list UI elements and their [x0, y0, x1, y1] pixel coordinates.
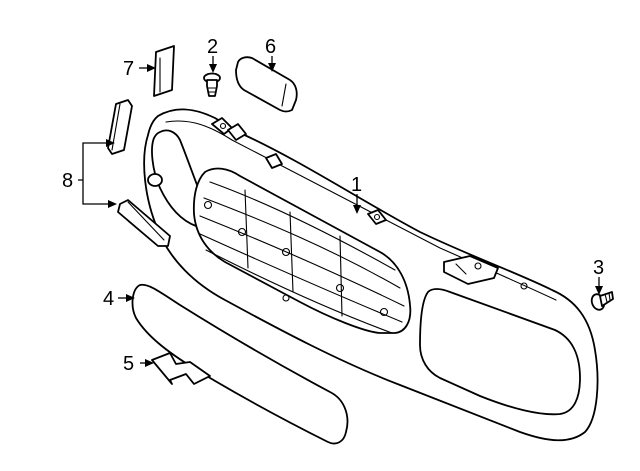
grille-bar-4: [199, 233, 403, 323]
callout-8: 8: [62, 170, 73, 192]
right-side-bracket: [443, 255, 499, 285]
callout-7: 7: [123, 58, 134, 80]
grille-assembly: [143, 108, 599, 442]
callout-6: 6: [265, 36, 276, 58]
upper-seal: [107, 99, 133, 155]
leader-8-bracket: [78, 142, 112, 205]
arrow-1: [353, 205, 361, 214]
grille-bar-2: [203, 197, 401, 289]
right-side-mount-hole: [520, 282, 528, 290]
grille-mount-hole-4: [335, 283, 345, 293]
grille-mount-hole-5: [379, 307, 389, 317]
arrow-2: [209, 64, 217, 73]
arrow-8-upper: [106, 139, 115, 147]
seal-set: [107, 99, 171, 247]
callout-5: 5: [123, 353, 134, 375]
grille-divider-2: [289, 211, 294, 293]
right-side-bracket-detail: [455, 263, 467, 275]
filler-panel: [235, 56, 298, 113]
screw-threads: [604, 292, 611, 303]
push-pin-ribs: [207, 87, 217, 93]
grille-divider-1: [244, 189, 249, 269]
grille-mount-hole-3: [281, 247, 291, 257]
callout-4: 4: [103, 288, 114, 310]
upper-mount-tab-4: [367, 209, 387, 225]
upper-mount-tab-1-hole: [219, 122, 227, 130]
lower-molding-strip: [131, 283, 349, 445]
grille-bar-5: [205, 249, 393, 334]
grille-mount-hole-2: [237, 227, 247, 237]
grille-divider-3: [339, 235, 343, 317]
screw: [590, 291, 614, 311]
grille-bar-1: [209, 181, 396, 271]
leader-lines: [78, 56, 603, 367]
left-fog-lamp: [147, 173, 163, 187]
upper-mount-tab-3: [265, 153, 283, 169]
arrow-4: [126, 294, 135, 302]
upper-mount-tab-4-hole: [373, 213, 381, 221]
filler-panel-edge: [281, 83, 287, 107]
grille-mount-hole-6: [282, 294, 290, 302]
grille-mount-hole-1: [203, 200, 213, 210]
arrow-8-lower: [108, 200, 117, 208]
callout-labels: 1 2 3 4 5 6 7 8: [62, 36, 604, 375]
callout-2: 2: [207, 36, 218, 58]
grille-bar-3: [199, 215, 405, 307]
callout-1: 1: [351, 174, 362, 196]
arrow-3: [595, 286, 603, 295]
right-headlight-opening: [419, 288, 581, 416]
push-pin-retainer: [203, 72, 221, 97]
center-grille-frame: [192, 167, 412, 334]
upper-mount-tab-2: [227, 123, 247, 141]
lower-seal: [117, 199, 171, 247]
arrow-7: [147, 64, 156, 72]
arrow-6: [268, 63, 276, 72]
callout-3: 3: [593, 257, 604, 279]
clip-bracket: [153, 45, 175, 97]
lower-seal-edge: [127, 201, 165, 241]
right-side-bracket-hole: [474, 262, 482, 270]
grille-top-ridge: [165, 120, 557, 301]
bowtie-emblem: [151, 352, 211, 385]
arrow-5: [145, 359, 154, 367]
